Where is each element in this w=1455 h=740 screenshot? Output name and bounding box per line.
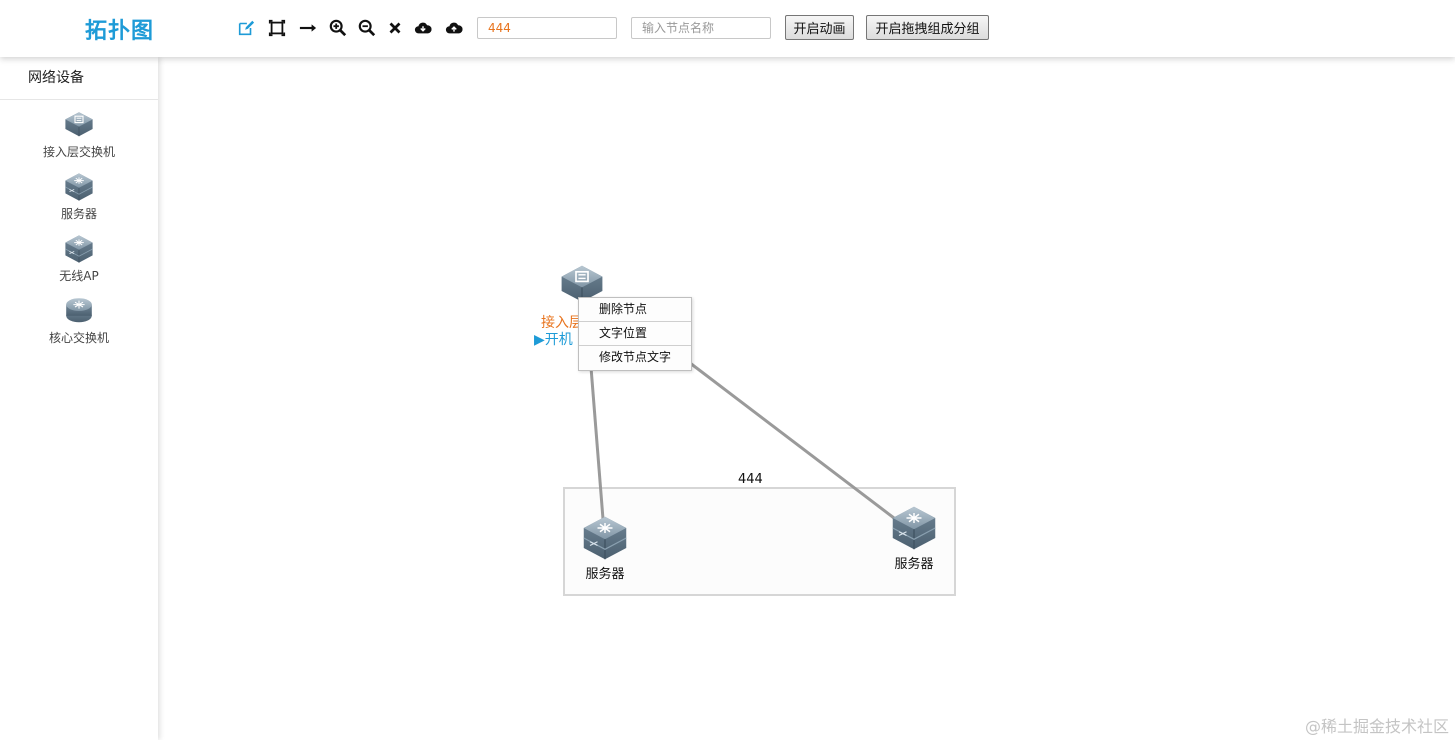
device-label: 服务器 [60,207,97,221]
menu-item-edit-node-text[interactable]: 修改节点文字 [579,346,691,370]
device-label: 接入层交换机 [42,145,115,159]
device-wireless-ap[interactable]: 无线AP [0,233,158,284]
device-label: 无线AP [59,269,99,283]
core-switch-icon [63,295,95,327]
access-switch-icon [63,109,95,141]
server-icon [63,171,95,203]
device-label: 核心交换机 [48,331,109,345]
group-label: 444 [738,472,763,487]
server-node-label: 服务器 [585,567,625,582]
access-node-status[interactable]: ▶开机 [534,332,573,348]
access-node-label: 接入层 [541,315,583,331]
device-core-switch[interactable]: 核心交换机 [0,295,158,346]
link-line [587,341,605,520]
start-animation-button[interactable]: 开启动画 [785,15,854,40]
cloud-download-icon[interactable] [413,18,433,38]
line-icon[interactable] [298,18,318,38]
menu-item-delete-node[interactable]: 删除节点 [579,298,691,322]
edit-icon[interactable] [236,18,256,38]
zoom-in-icon[interactable] [328,18,348,38]
server-node[interactable]: 服务器 [574,513,636,582]
drag-group-button[interactable]: 开启拖拽组成分组 [866,15,989,40]
server-icon [580,513,630,563]
watermark: @稀土掘金技术社区 [1304,717,1449,736]
server-node[interactable]: 服务器 [884,503,944,572]
link-layer [587,341,895,520]
zoom-out-icon[interactable] [357,18,377,38]
node-context-menu: 删除节点 文字位置 修改节点文字 [578,297,692,371]
app-title: 拓扑图 [85,19,155,44]
top-toolbar: 拓扑图 开启动画 开启拖拽组成分组 [0,0,1455,57]
server-icon [889,503,939,553]
fit-view-icon[interactable] [267,18,287,38]
topology-canvas[interactable]: 444 接入层 ▶开机 服务器 服务器 删除节点 文字位置 修改节点文字 [158,57,1455,740]
server-node-label: 服务器 [894,557,934,572]
link-line [689,361,895,520]
delete-icon[interactable] [385,18,405,38]
device-access-switch[interactable]: 接入层交换机 [0,109,158,160]
node-name-input[interactable] [631,17,771,39]
cloud-upload-icon[interactable] [444,18,464,38]
node-group[interactable] [563,487,956,596]
sidebar-title: 网络设备 [0,57,158,100]
group-name-input[interactable] [477,17,617,39]
wireless-ap-icon [63,233,95,265]
device-sidebar: 网络设备 接入层交换机 服务器 无线AP 核心交换机 [0,57,158,740]
menu-item-text-position[interactable]: 文字位置 [579,322,691,346]
device-server[interactable]: 服务器 [0,171,158,222]
